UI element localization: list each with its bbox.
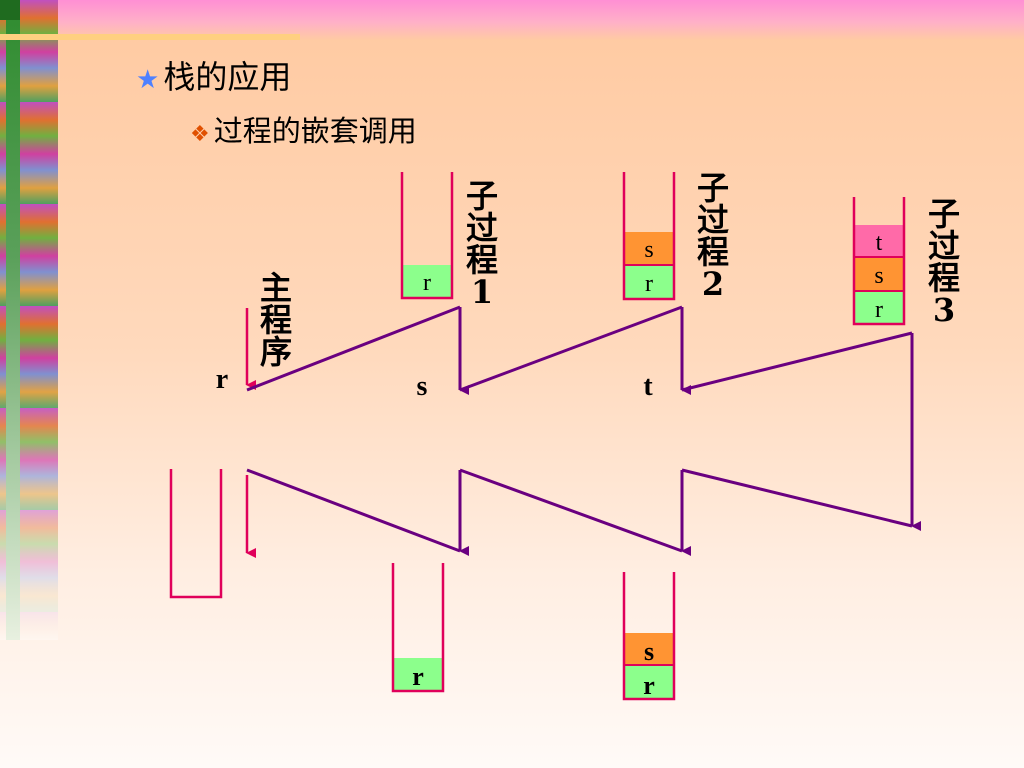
sub1-char: 程 — [466, 241, 499, 279]
slide-subheading: ❖过程的嵌套调用 — [190, 108, 417, 150]
call-path-sub2 — [459, 305, 683, 392]
stack-cell-r — [854, 292, 904, 323]
sub1-char: 1 — [470, 273, 494, 311]
stack-cell-r-label: r — [423, 270, 431, 296]
return-address-s: s — [417, 371, 428, 402]
sub2-label: 子 过 程 2 — [697, 172, 729, 300]
sub1-label: 子 过 程 1 — [466, 180, 498, 308]
main-program-char: 主 — [260, 269, 293, 307]
heading-text: 栈的应用 — [163, 58, 292, 96]
stack-empty — [169, 469, 223, 599]
diamond-bullet-icon: ❖ — [190, 122, 210, 147]
sub1-char: 过 — [466, 209, 499, 247]
title-underline-decor — [0, 34, 300, 40]
stack-sub1: r — [400, 172, 454, 300]
stack-cell-r — [402, 265, 452, 297]
call-path-sub3 — [681, 331, 913, 392]
main-program-char: 程 — [260, 301, 293, 339]
return-address-t: t — [643, 371, 653, 402]
left-decor-square — [0, 0, 20, 20]
stack-cell-r — [624, 266, 674, 298]
sub3-char: 程 — [928, 259, 961, 297]
top-decor-band — [0, 0, 1024, 40]
stack-cell-s — [624, 633, 674, 665]
sub3-char: 过 — [928, 227, 961, 265]
stack-sub3: r s t — [852, 197, 906, 326]
left-decor-green-bar — [6, 0, 20, 640]
stack-cell-r-label: r — [412, 662, 424, 691]
sub3-label: 子 过 程 3 — [928, 198, 960, 326]
sub3-char: 3 — [932, 291, 956, 329]
stack-sub2: r s — [622, 172, 676, 301]
left-decor-strip — [0, 0, 58, 640]
main-program-char: 序 — [260, 333, 293, 371]
subheading-text: 过程的嵌套调用 — [213, 114, 417, 148]
call-path-sub1 — [246, 305, 461, 392]
star-bullet-icon: ★ — [136, 65, 160, 95]
stack-cell-r-label: r — [645, 271, 653, 297]
slide-heading: ★栈的应用 — [136, 52, 291, 98]
return-path-2 — [459, 468, 683, 553]
stack-cell-s — [854, 258, 904, 291]
sub1-char: 子 — [466, 177, 499, 215]
stack-cell-s-label: s — [644, 237, 653, 263]
return-path-3 — [681, 468, 913, 528]
stack-cell-s-label: s — [644, 637, 654, 666]
stack-cell-r — [624, 666, 674, 698]
stack-cell-t — [854, 225, 904, 257]
stack-return1: r — [391, 563, 445, 693]
main-program-label: 主 程 序 — [260, 272, 292, 368]
stack-cell-t-label: t — [876, 230, 883, 256]
stack-cell-s-label: s — [874, 263, 883, 289]
stack-cell-r-label: r — [875, 297, 883, 323]
sub2-char: 程 — [697, 233, 730, 271]
return-address-r: r — [216, 364, 228, 395]
return-path-1 — [246, 468, 461, 553]
stack-cell-r — [393, 658, 443, 690]
sub2-char: 2 — [701, 265, 725, 303]
stack-cell-r-label: r — [643, 671, 655, 700]
sub2-char: 子 — [697, 169, 730, 207]
sub2-char: 过 — [697, 201, 730, 239]
stack-cell-s — [624, 232, 674, 265]
stack-return2: r s — [622, 572, 676, 701]
sub3-char: 子 — [928, 195, 961, 233]
